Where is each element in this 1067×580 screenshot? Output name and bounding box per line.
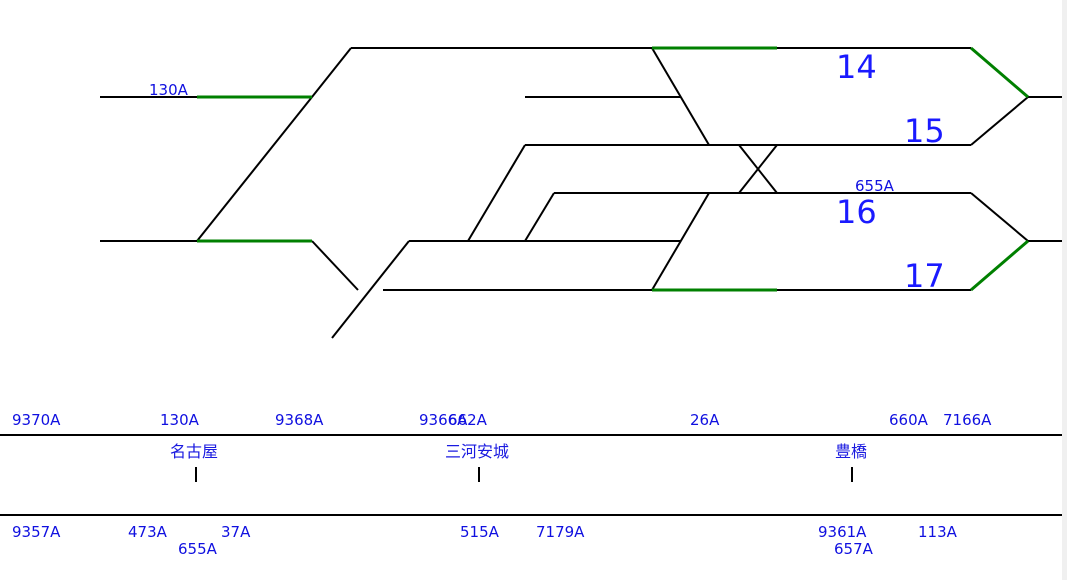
track-segment [467,144,526,242]
up-train-label[interactable]: 660A [889,411,929,429]
down-train-label[interactable]: 657A [834,540,874,558]
up-train-label[interactable]: 9366A [419,411,468,429]
up-train-label[interactable]: 9370A [12,411,61,429]
down-train-label[interactable]: 9361A [818,523,867,541]
track-segment [651,192,710,291]
down-train-label[interactable]: 515A [460,523,500,541]
track-segment [651,47,710,146]
track-segment [970,192,1029,242]
up-train-label[interactable]: 662A [448,411,488,429]
track-segment [331,240,410,339]
track-number-17: 17 [904,257,945,295]
occupied-segment[interactable] [970,239,1029,292]
yard-train-label[interactable]: 655A [855,177,895,195]
down-train-label[interactable]: 473A [128,523,168,541]
track-segment [311,47,352,98]
line-overview: 名古屋 三河安城 豊橋 9370A 130A 9368A 9366A 662A … [0,411,1062,558]
occupied-segments [197,46,1029,292]
down-train-label[interactable]: 9357A [12,523,61,541]
track-number-15: 15 [904,112,945,150]
track-number-14: 14 [836,48,877,86]
track-segment [311,240,359,291]
station-label-mikawa-anjo: 三河安城 [445,442,509,461]
station-label-toyohashi: 豊橋 [835,442,867,461]
scrollbar-track[interactable] [1062,0,1067,580]
down-train-label[interactable]: 37A [221,523,251,541]
up-train-label[interactable]: 130A [160,411,200,429]
up-train-label[interactable]: 7166A [943,411,992,429]
down-train-label[interactable]: 655A [178,540,218,558]
occupied-segment[interactable] [970,46,1029,99]
track-segment [970,96,1029,146]
track-segment [738,144,778,194]
down-train-label[interactable]: 113A [918,523,958,541]
track-segment [524,192,555,242]
up-train-label[interactable]: 9368A [275,411,324,429]
down-train-label[interactable]: 7179A [536,523,585,541]
yard-train-label[interactable]: 130A [149,81,189,99]
station-label-nagoya: 名古屋 [170,442,218,461]
up-train-label[interactable]: 26A [690,411,720,429]
track-number-16: 16 [836,193,877,231]
track-segment [196,96,313,242]
